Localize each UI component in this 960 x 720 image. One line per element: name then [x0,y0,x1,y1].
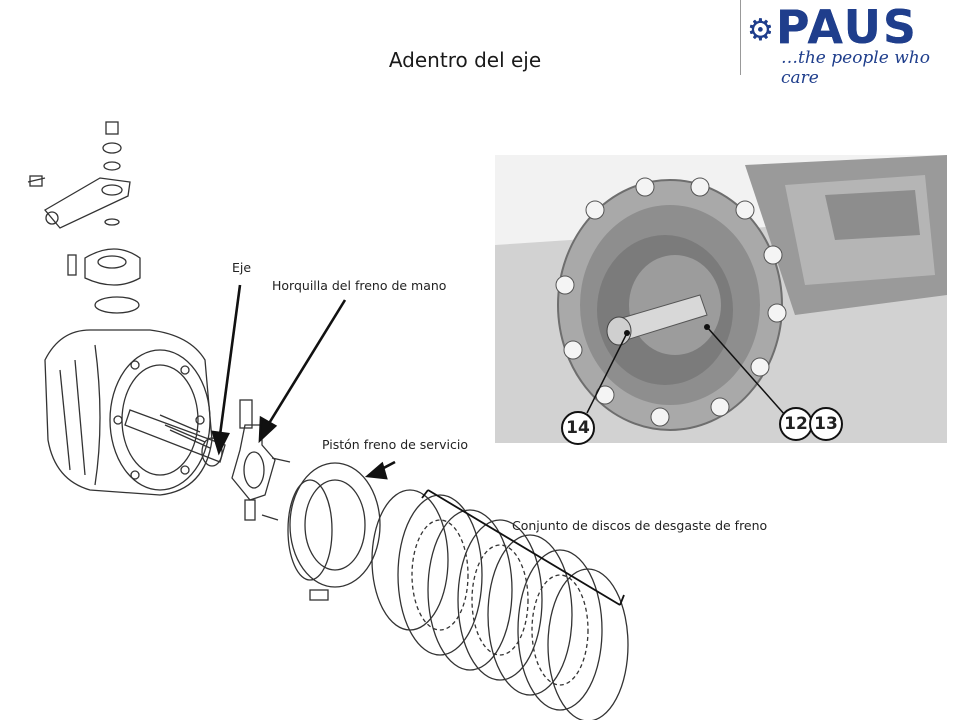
service-brake-piston [287,462,381,601]
axle-shaft [124,409,226,467]
callout-14: 14 [561,411,595,445]
parking-brake-lever [27,121,141,314]
label-piston: Pistón freno de servicio [322,437,468,452]
axle-photo: 14 12 13 [495,155,947,445]
brake-disc-pack [371,489,629,720]
paus-logo: ⚙PAUS …the people who care [740,0,960,88]
label-horquilla: Horquilla del freno de mano [272,278,447,293]
logo-tagline: …the people who care [781,48,930,88]
label-discos: Conjunto de discos de desgaste de freno [512,518,768,533]
callout-arrows [211,284,396,480]
label-eje: Eje [232,260,252,275]
page-title: Adentro del eje [388,48,542,72]
callout-12: 12 [779,407,813,441]
axle-photo-drawing [495,155,947,443]
callout-13: 13 [809,407,843,441]
logo-wordmark: ⚙PAUS [747,0,919,54]
logo-gear-icon: ⚙ [747,13,776,48]
